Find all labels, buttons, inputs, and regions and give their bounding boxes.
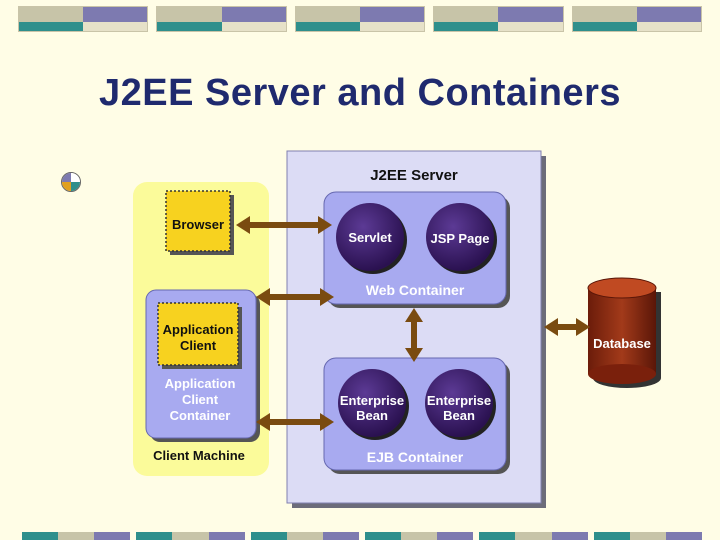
jsp-node [426,203,494,271]
top-decorative-bar [18,6,703,32]
bean1-line2: Bean [356,408,388,423]
database-label: Database [593,336,651,351]
ejb-container-label: EJB Container [367,449,464,465]
bar-segment [433,6,564,32]
server-database-arrow [544,318,590,336]
browser-web-arrow [236,216,332,234]
client-machine-label: Client Machine [153,448,245,463]
ejb-container: Enterprise Bean Enterprise Bean EJB Cont… [323,357,510,474]
enterprise-bean-node [425,369,493,437]
servlet-node [336,203,404,271]
application-client-box [157,302,239,366]
web-container-label: Web Container [366,282,465,298]
arrows [236,216,590,431]
database-cylinder: Database [587,277,661,388]
bean1-line1: Enterprise [340,393,404,408]
app-client-container: Application Client Application Client Co… [145,289,260,442]
bean2-line1: Enterprise [427,393,491,408]
bar-segment [571,6,703,32]
servlet-label: Servlet [348,230,392,245]
app-container-line1: Application [165,376,236,391]
app-client-line1: Application [163,322,234,337]
app-client-line2: Client [180,338,217,353]
slide-title: J2EE Server and Containers [99,72,621,114]
web-container: Servlet JSP Page Web Container [323,191,510,308]
bean2-line2: Bean [443,408,475,423]
jsp-label: JSP Page [430,231,489,246]
appclient-web-arrow [256,288,334,306]
bar-segment [294,6,426,32]
bullet-icon [61,172,81,192]
web-ejb-arrow [405,308,423,362]
enterprise-bean-node [338,369,406,437]
appclient-ejb-arrow [256,413,334,431]
bar-segment [156,6,287,32]
server-label: J2EE Server [370,167,458,184]
app-container-line3: Container [170,408,231,423]
app-container-line2: Client [182,392,219,407]
bar-segment [18,6,149,32]
browser-label: Browser [172,217,224,232]
bottom-decorative-bar [22,532,702,540]
browser-box: Browser [165,190,234,255]
